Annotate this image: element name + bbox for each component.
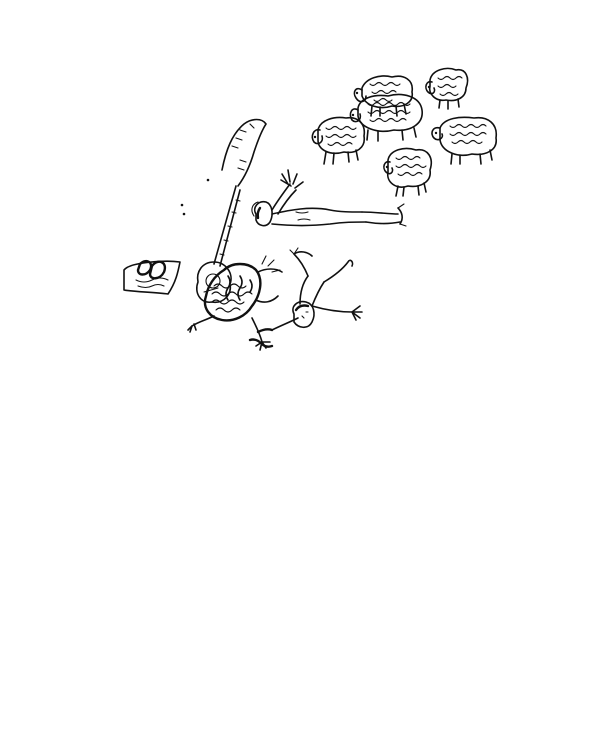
sheep <box>349 93 423 142</box>
ink-dots <box>180 178 210 216</box>
sprawled-figure <box>256 247 363 334</box>
sheep-flock <box>311 67 498 197</box>
sheep <box>311 116 366 165</box>
sheep <box>431 116 498 165</box>
reclining-figure <box>251 169 407 227</box>
shoes <box>123 259 181 295</box>
sheep <box>383 147 432 197</box>
sheep <box>425 67 469 110</box>
guitar <box>196 118 267 304</box>
dark-haired-figure <box>187 255 283 351</box>
